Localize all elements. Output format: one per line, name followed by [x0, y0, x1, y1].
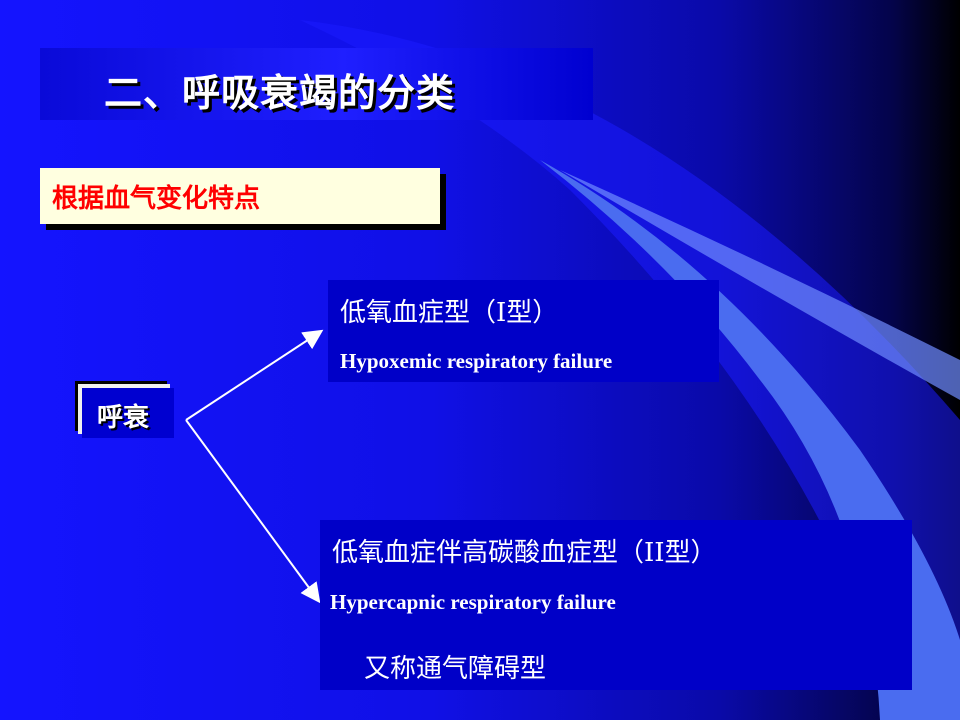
subtitle-label: 根据血气变化特点 [52, 184, 261, 214]
arrow-to-type1 [185, 329, 324, 421]
root-node-label: 呼衰 [97, 403, 150, 433]
arrow-to-type2 [185, 419, 321, 604]
type2-alias: 又称通气障碍型 [364, 654, 547, 684]
subtitle-box: 根据血气变化特点 [40, 168, 440, 224]
type2-name-en: Hypercapnic respiratory failure [330, 590, 616, 614]
type1-name-en: Hypoxemic respiratory failure [340, 349, 613, 373]
type2-box: 低氧血症伴高碳酸血症型（II型） Hypercapnic respiratory… [320, 520, 912, 690]
type1-name-cn: 低氧血症型（I型） [340, 298, 559, 328]
type1-box: 低氧血症型（I型） Hypoxemic respiratory failure [328, 280, 719, 382]
title-bar [40, 48, 593, 120]
slide-title: 二、呼吸衰竭的分类 [104, 71, 456, 115]
root-node-box: 呼衰 [82, 388, 174, 438]
type2-name-cn: 低氧血症伴高碳酸血症型（II型） [332, 538, 717, 568]
